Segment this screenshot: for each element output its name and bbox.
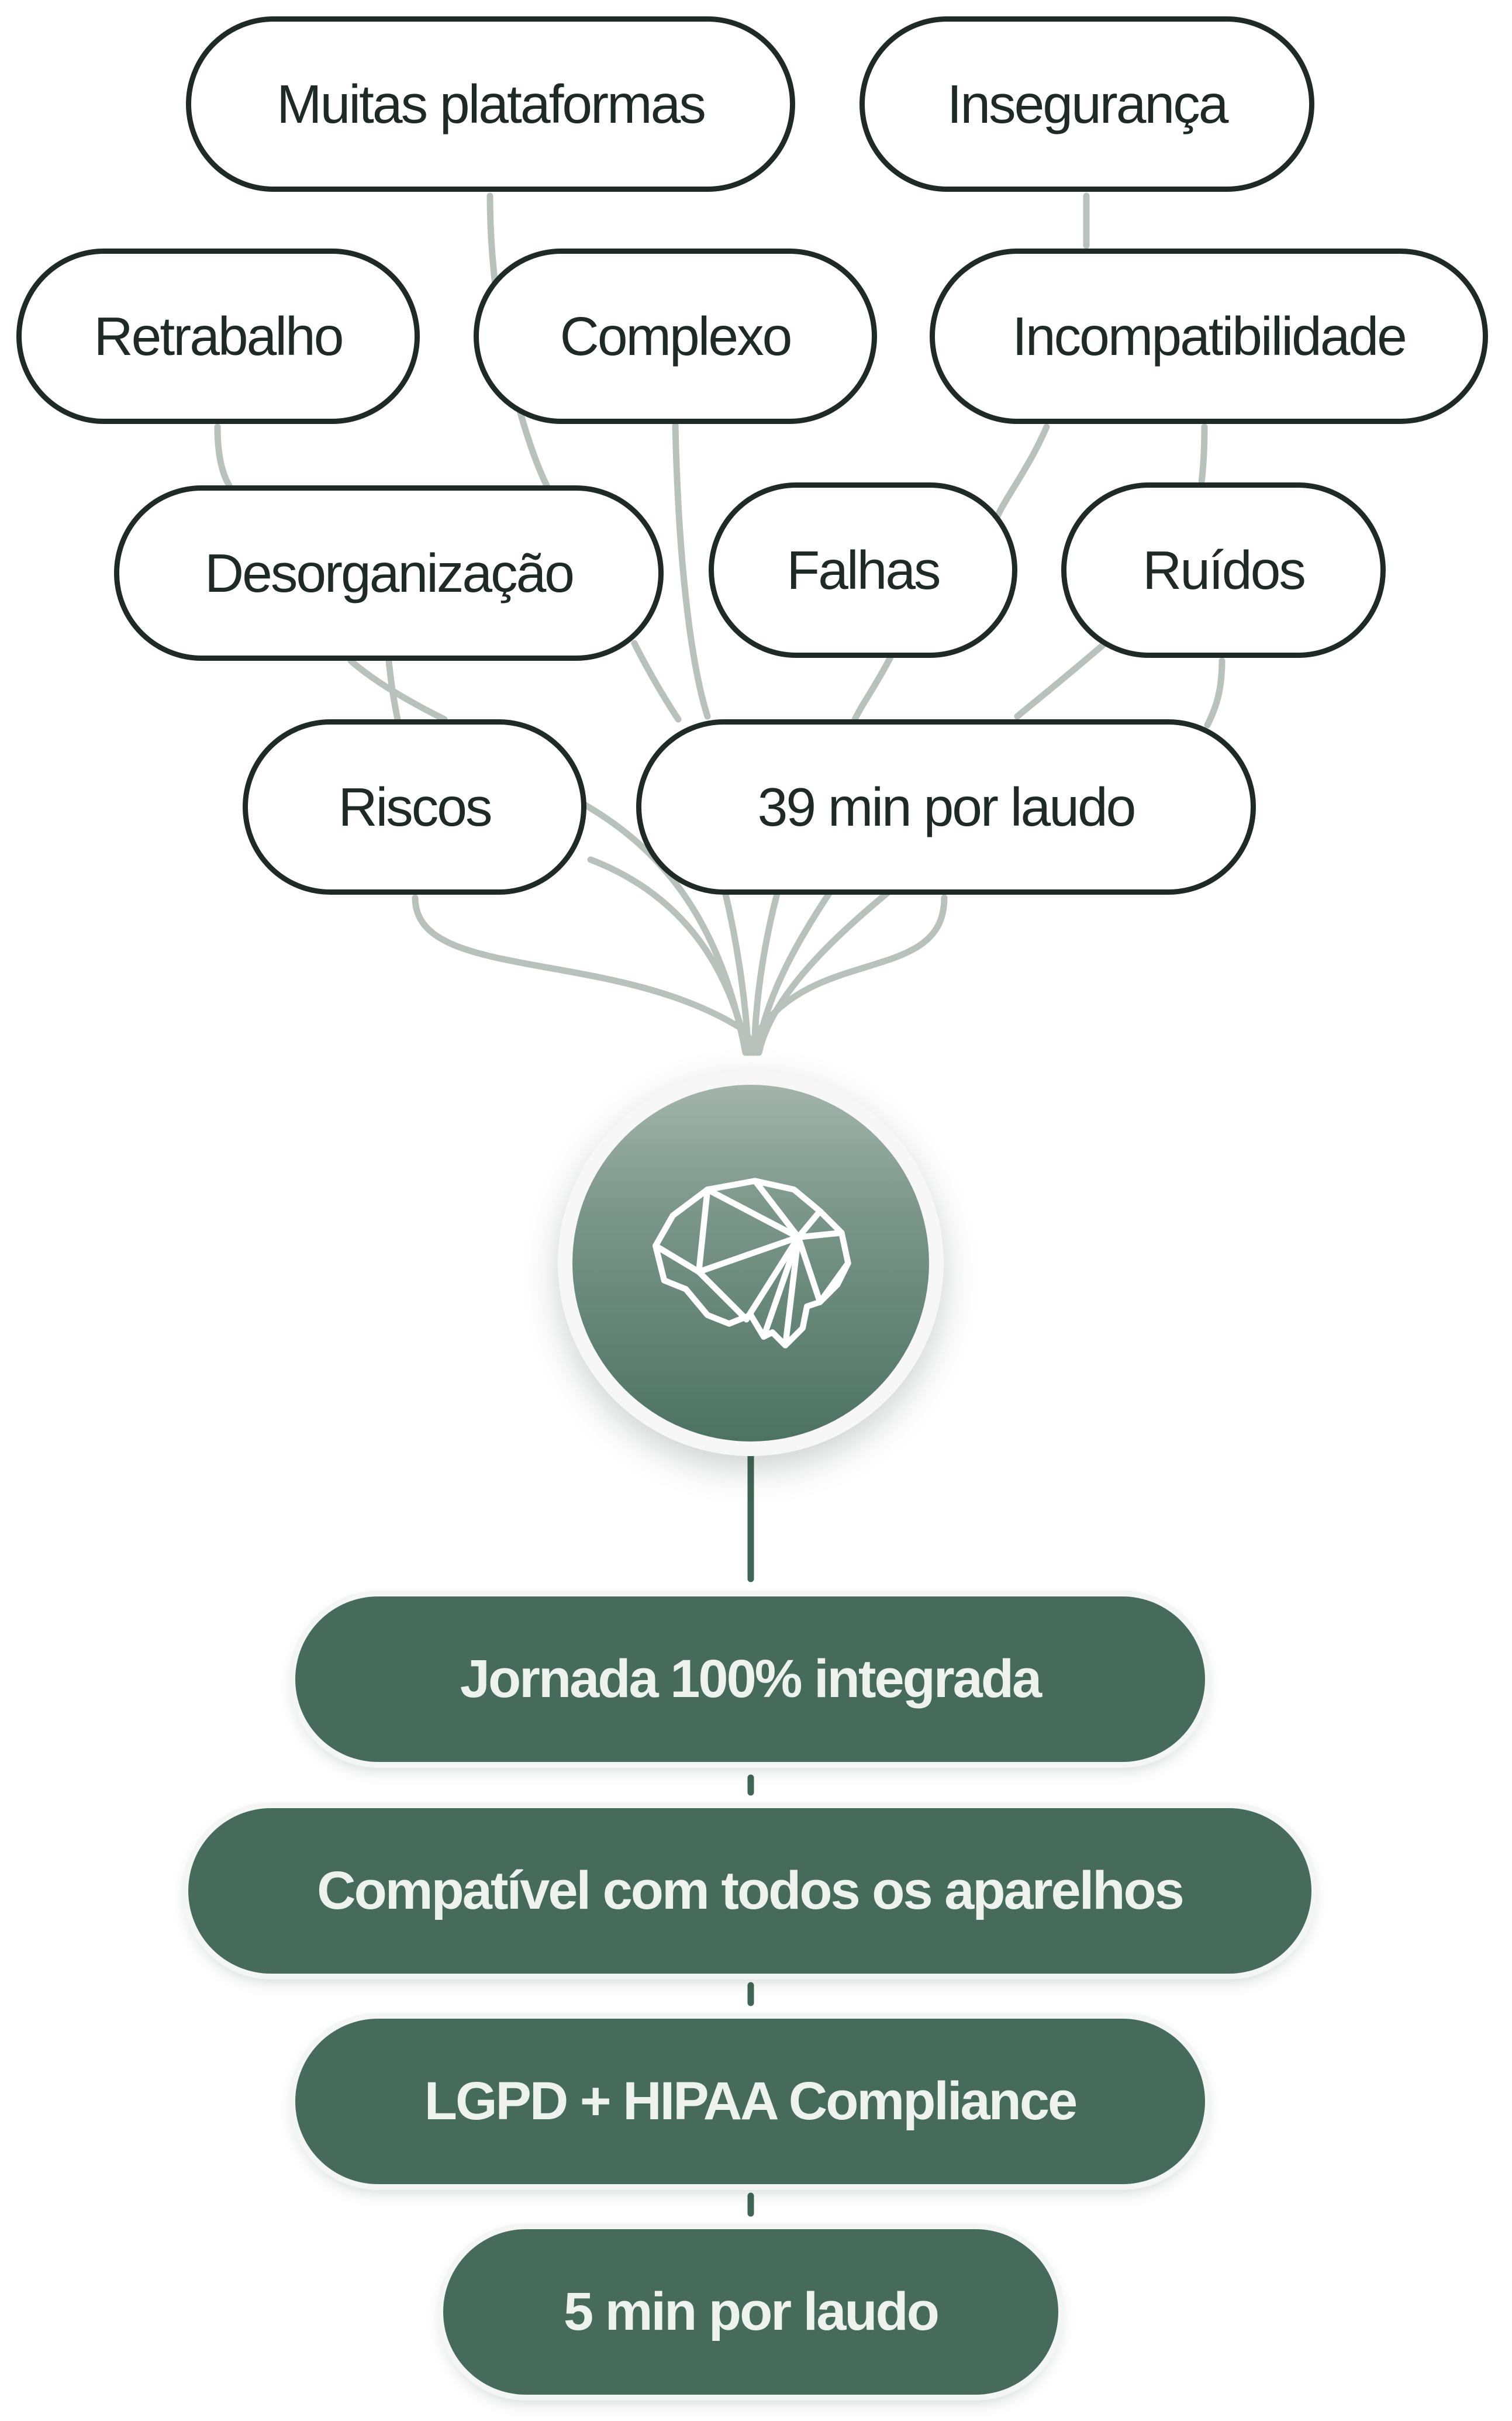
connector-funnel-5 — [754, 888, 834, 1056]
benefit-tempo-novo: 5 min por laudo — [443, 2229, 1058, 2395]
connector-desorganizacao-b — [385, 657, 401, 723]
problem-desorganizacao: Desorganização — [114, 485, 664, 661]
connector-funnel-4 — [751, 888, 781, 1056]
connector-desorganizacao-c — [631, 640, 682, 723]
hub-core — [572, 1085, 929, 1441]
connector-funnel-2 — [587, 856, 751, 1056]
problem-retrabalho: Retrabalho — [16, 249, 420, 424]
connector-ruidos-a — [1014, 640, 1109, 720]
problem-inseguranca: Insegurança — [859, 16, 1314, 192]
problem-complexo: Complexo — [474, 249, 877, 424]
connector-complexo — [672, 422, 711, 720]
connector-falhas — [850, 651, 895, 726]
brain-icon — [653, 1178, 851, 1349]
connector-incompatibilidade-2 — [1198, 423, 1208, 486]
hub-circle — [558, 1070, 944, 1456]
problem-tempo-atual: 39 min por laudo — [636, 719, 1256, 895]
benefit-jornada: Jornada 100% integrada — [295, 1596, 1205, 1762]
benefit-compliance: LGPD + HIPAA Compliance — [295, 2019, 1205, 2184]
benefit-compativel: Compatível com todos os aparelhos — [188, 1808, 1311, 1974]
connector-ruidos-b — [1204, 657, 1226, 729]
problem-falhas: Falhas — [709, 482, 1017, 658]
connector-funnel-3 — [722, 888, 752, 1056]
problem-ruidos: Ruídos — [1061, 482, 1386, 658]
problem-muitas-plataformas: Muitas plataformas — [186, 16, 795, 192]
problem-riscos: Riscos — [243, 719, 586, 895]
problem-incompatibilidade: Incompatibilidade — [930, 249, 1488, 424]
connector-funnel-6 — [755, 888, 892, 1056]
connector-retrabalho — [214, 423, 233, 489]
connector-incompatibilidade — [993, 423, 1050, 521]
